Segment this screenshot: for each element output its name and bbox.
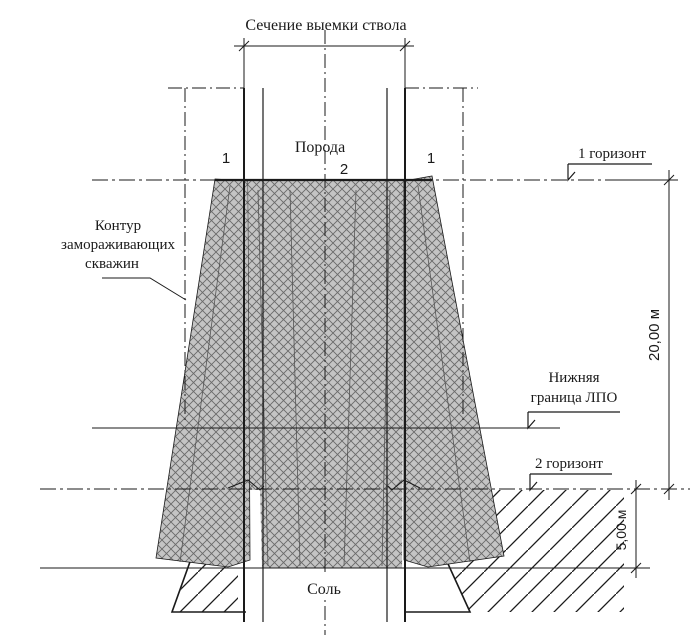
marker-1-left: 1 <box>222 150 230 167</box>
contour-label-line2: замораживающих <box>61 237 175 253</box>
freezing-well-line <box>417 185 471 563</box>
salt-label-backdrop <box>296 576 352 600</box>
lpo-flag-tick <box>527 412 536 430</box>
labels: Сечение выемки ствола Порода 1 2 1 1 гор… <box>61 17 663 600</box>
salt-label: Соль <box>307 581 341 598</box>
ledge-right <box>387 479 421 491</box>
horizon-levels <box>40 178 690 569</box>
freezing-well-line <box>179 185 231 563</box>
section-dim-tick-right <box>399 40 411 52</box>
dim-5-tick-top <box>630 483 642 495</box>
lpo-label-line2: граница ЛПО <box>531 390 618 406</box>
level-markers <box>527 163 652 492</box>
horizon-2-flag-tick <box>529 474 538 492</box>
dimensions <box>102 38 678 578</box>
dim-20-label: 20,00 м <box>646 309 663 361</box>
freezing-well-line <box>289 189 301 567</box>
dim-5-label: 5,00 м <box>613 510 629 551</box>
marker-2: 2 <box>340 161 348 178</box>
freezing-well-line <box>343 189 357 567</box>
section-dim-tick-left <box>238 40 250 52</box>
rock-label: Порода <box>295 139 345 156</box>
shaft-walls <box>227 88 421 622</box>
contour-label-line1: Контур <box>95 218 141 234</box>
dim-5-tick-bottom <box>630 562 642 574</box>
horizon-1-flag-tick <box>567 164 576 182</box>
dim-20-tick-bottom <box>663 483 675 495</box>
lpo-label-line1: Нижняя <box>548 370 599 386</box>
frozen-zone-center <box>248 181 404 568</box>
freezing-contour-frame <box>168 30 478 635</box>
contour-label-line3: скважин <box>85 256 139 272</box>
horizon-2-label: 2 горизонт <box>535 456 603 472</box>
section-title: Сечение выемки ствола <box>245 17 406 34</box>
marker-1-right: 1 <box>427 150 435 167</box>
frozen-zone-right <box>403 175 505 568</box>
contour-leader <box>102 277 187 301</box>
salt-region-left <box>40 490 238 612</box>
horizon-1-label: 1 горизонт <box>578 146 646 162</box>
freezing-well-line <box>381 189 391 567</box>
frozen-zones <box>155 175 505 568</box>
ledge-left <box>227 479 265 491</box>
